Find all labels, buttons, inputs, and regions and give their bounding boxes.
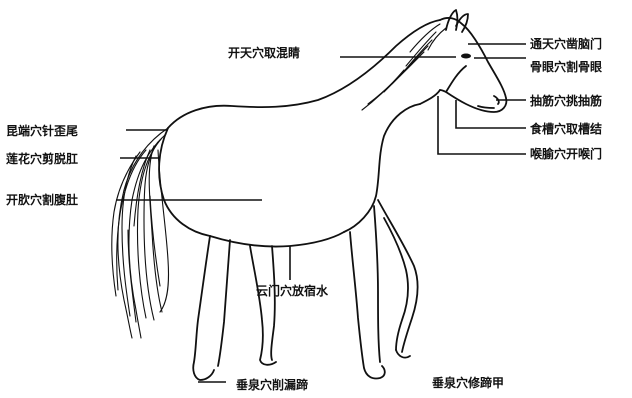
horse-body <box>158 9 508 248</box>
horse-mane <box>361 23 447 111</box>
label-shicao: 食槽穴取槽结 <box>530 122 603 136</box>
leader-lines <box>116 43 526 383</box>
label-houyu: 喉腧穴开喉门 <box>530 147 603 161</box>
label-chuiquan-rear: 垂泉穴修蹄甲 <box>432 376 505 390</box>
label-chuiquan-front: 垂泉穴削漏蹄 <box>236 378 309 392</box>
horse-legs <box>192 199 419 381</box>
label-kunlun: 昆端穴针歪尾 <box>6 124 79 138</box>
leader-shicao <box>455 100 526 129</box>
label-lianhua: 莲花穴剪脱肛 <box>6 152 79 166</box>
leader-houyu <box>437 96 526 155</box>
label-yunmen: 云门穴放宿水 <box>256 284 329 298</box>
label-choujin: 抽筋穴挑抽筋 <box>530 94 603 108</box>
label-kaitian: 开天穴取混睛 <box>228 46 301 60</box>
label-tongtian: 通天穴凿脑门 <box>530 37 603 51</box>
label-guyan: 骨眼穴割骨眼 <box>530 60 603 74</box>
label-kaipi: 开肷穴割腹肚 <box>6 193 79 207</box>
